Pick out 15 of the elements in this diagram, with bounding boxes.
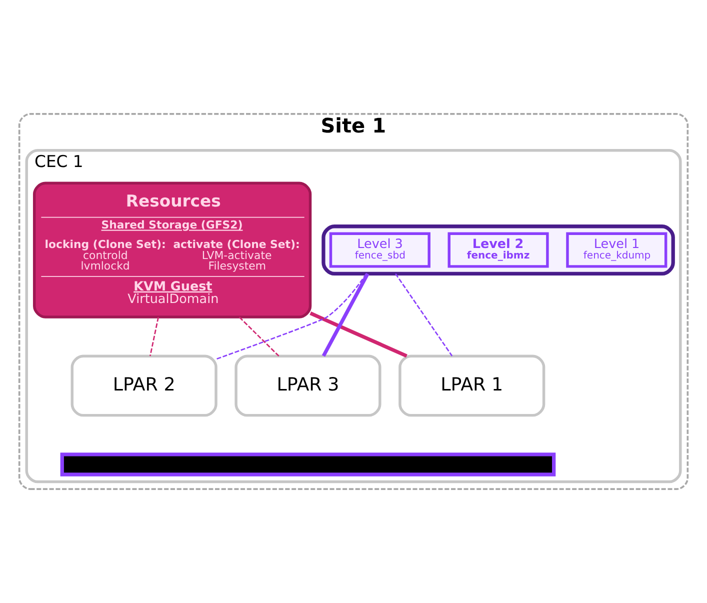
node-box: Level 1 fence_kdump xyxy=(566,232,668,268)
node-box: Level 3 fence_sbd xyxy=(329,232,430,268)
node-box: Resources Shared Storage (GFS2) locking (Clone Set): controld lvmlockd activate (Clone Set): LVM-activate Filesystem KVM Guest VirtualDomain xyxy=(32,182,312,318)
node-box: LPAR 1 xyxy=(398,354,546,417)
connector xyxy=(310,312,408,358)
connector xyxy=(216,273,367,360)
node-bar xyxy=(60,452,556,476)
node-box: LPAR 2 xyxy=(70,354,218,417)
connector xyxy=(149,316,160,356)
connector xyxy=(322,272,370,357)
node-box: LPAR 3 xyxy=(234,354,382,417)
cluster xyxy=(322,224,675,276)
node-box: Level 2 fence_ibmz xyxy=(448,232,549,268)
connector xyxy=(394,273,453,356)
connector xyxy=(238,316,280,357)
